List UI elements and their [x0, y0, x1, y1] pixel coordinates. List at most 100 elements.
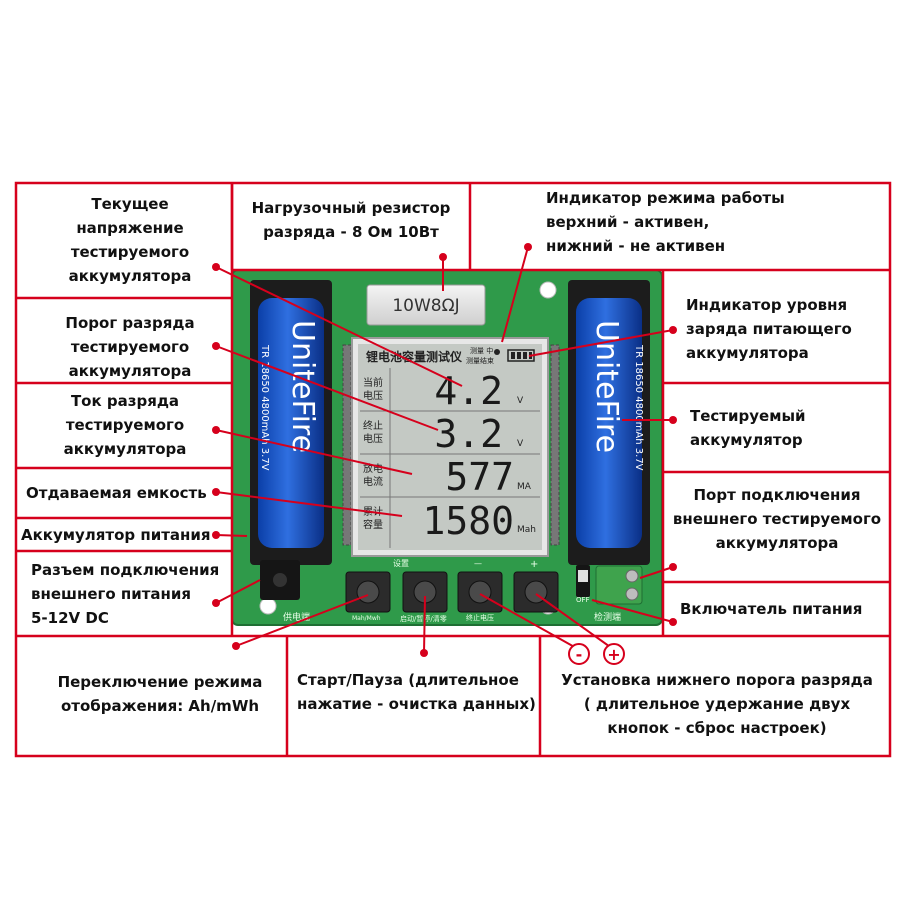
lcd-status-bottom: 测量结束 — [466, 356, 494, 365]
lcd-screen — [358, 344, 542, 550]
pcb-minus-label: — — [474, 559, 482, 568]
pointer-dot — [212, 263, 220, 271]
label-discharge-current: Ток разряда тестируемого аккумулятора — [63, 392, 187, 458]
right-battery-spec: TR 18650 4800mAh 3.7V — [633, 344, 644, 471]
lcd-row-value: 4.2 — [434, 369, 503, 413]
pcb-settings-label: 设置 — [393, 558, 409, 568]
button-caption: Mah/Mwh — [352, 615, 381, 622]
label-frame — [14, 181, 892, 758]
pointer-dot — [669, 416, 677, 424]
pointer-dots — [212, 243, 677, 657]
minus-circle-icon: - — [568, 643, 590, 665]
load-resistor — [366, 284, 486, 326]
lcd-row-label: 容量 — [363, 518, 383, 531]
pointer-dot — [524, 243, 532, 251]
lcd-row-value: 3.2 — [434, 412, 503, 456]
lcd-battery-bar — [511, 352, 515, 359]
pointer-line — [501, 246, 529, 343]
lcd-row-label: 终止 — [363, 419, 383, 432]
mode-indicator-dot — [494, 349, 500, 355]
label-tested-battery: Тестируемый аккумулятор — [690, 407, 806, 449]
pointer-line — [591, 599, 674, 623]
lcd-battery-bar — [517, 352, 521, 359]
pointer-dot — [212, 426, 220, 434]
button-cap[interactable] — [356, 580, 380, 604]
label-current-voltage: Текущее напряжение тестируемого аккумуля… — [68, 195, 192, 285]
pointer-line — [535, 593, 614, 650]
plus-sign: + — [607, 645, 620, 664]
pointer-line — [215, 534, 248, 537]
minus-circle — [568, 643, 590, 665]
pointer-dot — [669, 618, 677, 626]
pcb-hole — [259, 597, 277, 615]
label-supply-battery: Аккумулятор питания — [21, 526, 211, 544]
button-minus[interactable] — [457, 571, 503, 613]
pointer-line — [215, 579, 261, 604]
pin-header-left — [342, 344, 352, 546]
lcd-title: 锂电池容量测试仪 — [366, 349, 463, 364]
right-battery — [576, 298, 642, 548]
lcd-row-unit: Mah — [517, 525, 536, 535]
lcd-row-value: 1580 — [422, 499, 514, 543]
pointer-line — [528, 329, 674, 357]
pointer-line — [215, 429, 413, 475]
outer-frame — [14, 181, 892, 758]
pointer-dot — [212, 342, 220, 350]
button-ah-mwh[interactable] — [345, 571, 391, 613]
label-dc-jack: Разъем подключения внешнего питания 5-12… — [31, 561, 220, 627]
pointer-lines — [215, 246, 674, 654]
lcd-row-threshold: 终止 电压 3.2 V — [363, 412, 524, 456]
pointer-dot — [669, 563, 677, 571]
pointer-line — [639, 566, 674, 579]
minus-sign: - — [576, 645, 583, 664]
label-power-switch: Включатель питания — [680, 600, 863, 618]
pointer-dot — [212, 531, 220, 539]
plus-circle — [603, 643, 625, 665]
lcd-row-label: 电压 — [363, 389, 383, 402]
label-start-pause: Старт/Пауза (длительное нажатие - очистк… — [297, 671, 536, 713]
pointer-dot — [420, 649, 428, 657]
lcd-row-label: 电压 — [363, 432, 383, 445]
lcd-row-label: 电流 — [363, 475, 383, 488]
label-threshold-setup: Установка нижнего порога разряда ( длите… — [561, 671, 873, 737]
lcd-row-voltage: 当前 电压 4.2 V — [363, 369, 524, 413]
pin-header-right — [550, 344, 560, 546]
label-supply-level: Индикатор уровня заряда питающего аккуму… — [686, 296, 852, 362]
lcd-row-value: 577 — [445, 455, 514, 499]
terminal-screw — [625, 587, 639, 601]
lcd-row-capacity: 累计 容量 1580 Mah — [363, 499, 536, 543]
dc-jack-hole — [273, 573, 287, 587]
pointer-dot — [212, 488, 220, 496]
pcb-hole — [539, 281, 557, 299]
pointer-dot — [212, 599, 220, 607]
plus-circle-icon: + — [603, 643, 625, 665]
pointer-line — [423, 595, 426, 654]
lcd-row-unit: V — [517, 439, 524, 449]
label-mode-indicator: Индикатор режима работы верхний - активе… — [546, 189, 785, 255]
pointer-line — [479, 593, 579, 650]
button-cap[interactable] — [468, 580, 492, 604]
pointer-line — [215, 491, 403, 517]
left-battery-brand: UniteFire — [285, 320, 320, 453]
lcd-row-label: 当前 — [363, 376, 383, 389]
pointer-line — [235, 594, 369, 647]
button-caption: 终止电压 — [466, 613, 494, 622]
label-load-resistor: Нагрузочный резистор разряда - 8 Ом 10Вт — [251, 199, 451, 241]
lcd-status-top: 测量 中 — [470, 346, 493, 355]
left-battery — [258, 298, 324, 548]
label-capacity: Отдаваемая емкость — [26, 484, 207, 502]
lcd-battery-bar — [523, 352, 527, 359]
lcd-row-label: 放电 — [363, 462, 383, 475]
pcb-supply-label: 供电端 — [283, 611, 310, 623]
pointer-dot — [439, 253, 447, 261]
pointer-line — [215, 266, 463, 387]
pointer-line — [215, 345, 439, 431]
lcd-row-current: 放电 电流 577 MA — [363, 455, 532, 499]
label-external-port: Порт подключения внешнего тестируемого а… — [672, 486, 882, 552]
left-battery-spec: TR 18650 4800mAh 3.7V — [259, 344, 270, 471]
power-switch-knob[interactable] — [578, 570, 588, 582]
button-start-pause[interactable] — [402, 571, 448, 613]
label-display-mode: Переключение режима отображения: Ah/mWh — [57, 673, 263, 715]
lcd-row-unit: MA — [517, 482, 532, 492]
